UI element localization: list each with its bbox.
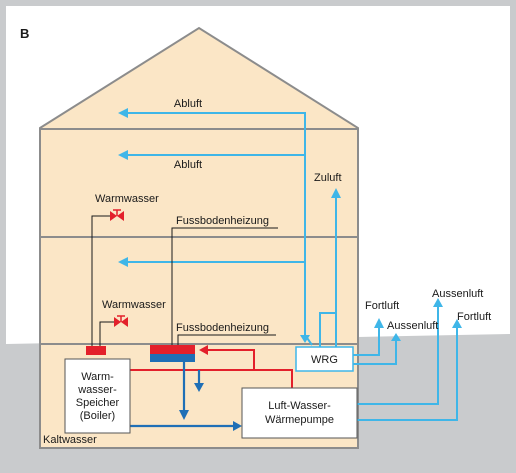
warmwasser-speicher-box [64, 358, 131, 434]
warmwasser-header [86, 346, 106, 355]
aussenluft-2-arrow [433, 298, 443, 307]
fortluft-2-duct [357, 327, 458, 421]
tap-valve-2a [114, 317, 121, 327]
fussboden-leader-1 [171, 227, 278, 345]
cold-return-1-arrow [179, 410, 189, 420]
manifold-red [150, 345, 195, 354]
warmwasser-label-1: Warmwasser [95, 193, 159, 205]
aussenluft-label-2: Aussenluft [432, 288, 483, 300]
aussenluft-1-arrow [391, 333, 401, 341]
warmwasser-riser-2 [99, 321, 114, 346]
cold-return-2-arrow [194, 383, 204, 392]
tap-valve-2b [121, 317, 128, 327]
abluft-label-2: Abluft [174, 159, 202, 171]
hot-floor-arrow [199, 345, 208, 355]
kaltwasser-label: Kaltwasser [43, 434, 97, 446]
fussboden-label-2: Fussbodenheizung [176, 322, 269, 334]
manifold-blue [150, 354, 195, 362]
zuluft-branch [319, 312, 336, 348]
warmwasser-label-2: Warmwasser [102, 299, 166, 311]
speicher-line-1: Warm- [81, 371, 114, 383]
zuluft-label: Zuluft [314, 172, 342, 184]
wrg-label: WRG [311, 354, 338, 366]
abluft-label-top: Abluft [174, 98, 202, 110]
fussboden-leader-2 [177, 334, 276, 345]
abluft-arrow-3 [118, 257, 128, 267]
pumpe-line-1: Luft-Wasser- [268, 400, 331, 412]
waermepumpe-box [241, 387, 358, 439]
tap-valve-1b [117, 211, 124, 221]
zuluft-arrow [331, 188, 341, 198]
boiler-to-pump-arrow [233, 421, 242, 431]
aussenluft-1-duct [353, 337, 397, 365]
hot-supply-line [128, 369, 293, 388]
abluft-arrow-2 [118, 150, 128, 160]
aussenluft-2-duct [357, 306, 439, 405]
warmwasser-riser-1 [91, 215, 110, 346]
speicher-line-3: Speicher [76, 397, 120, 409]
wrg-box [295, 346, 354, 372]
panel-letter: B [20, 26, 29, 41]
pumpe-line-2: Wärmepumpe [265, 414, 334, 426]
fortluft-1-arrow [374, 318, 384, 328]
hot-floor-line [207, 349, 255, 370]
aussenluft-label-1: Aussenluft [387, 320, 438, 332]
abluft-arrow-down [300, 335, 310, 343]
fortluft-1-duct [353, 327, 380, 356]
tap-valve-1a [110, 211, 117, 221]
speicher-line-2: wasser- [77, 384, 117, 396]
abluft-arrow-top [118, 108, 128, 118]
speicher-line-4: (Boiler) [80, 410, 115, 422]
abluft-duct-top [127, 112, 313, 346]
fortluft-label-1: Fortluft [365, 300, 399, 312]
fortluft-2-arrow [452, 319, 462, 328]
fussboden-label-1: Fussbodenheizung [176, 215, 269, 227]
fortluft-label-2: Fortluft [457, 311, 491, 323]
